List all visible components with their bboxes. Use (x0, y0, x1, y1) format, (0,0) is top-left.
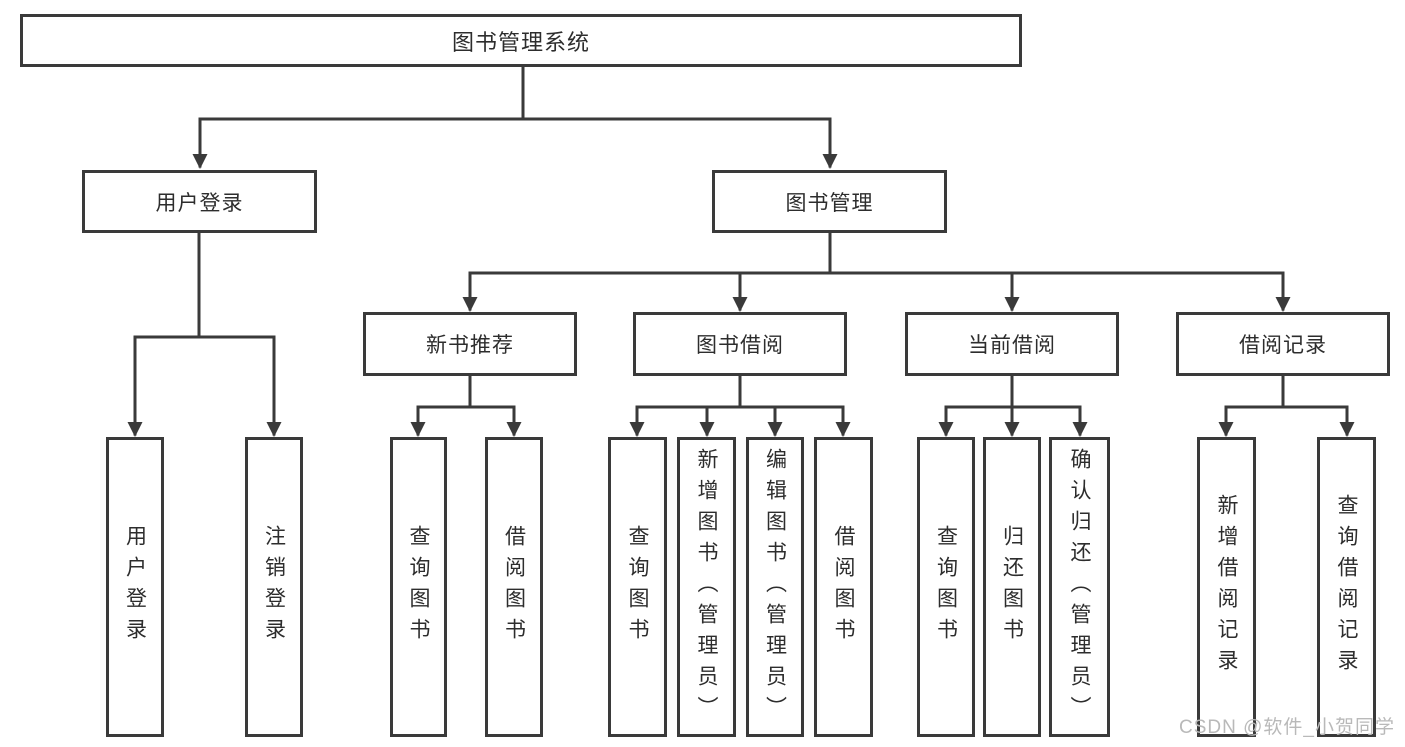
node-book-borrow: 图书借阅 (633, 312, 847, 376)
node-borrow-record: 借阅记录 (1176, 312, 1390, 376)
leaf-edit-book-admin: 编辑图书（管理员） (746, 437, 804, 737)
leaf-user-login: 用户登录 (106, 437, 164, 737)
node-new-book-recommend: 新书推荐 (363, 312, 577, 376)
node-book-management-label: 图书管理 (785, 191, 874, 215)
node-user-login: 用户登录 (82, 170, 317, 233)
leaf-logout-label: 注销登录 (262, 525, 286, 649)
node-borrow-record-label: 借阅记录 (1239, 334, 1327, 357)
node-current-borrow: 当前借阅 (905, 312, 1119, 376)
leaf-user-login-label: 用户登录 (123, 525, 147, 649)
leaf-query-books-1-label: 查询图书 (407, 525, 430, 649)
leaf-return-book: 归还图书 (983, 437, 1041, 737)
leaf-logout: 注销登录 (245, 437, 303, 737)
node-book-management: 图书管理 (712, 170, 947, 233)
leaf-query-books-2: 查询图书 (608, 437, 667, 737)
leaf-query-books-1: 查询图书 (390, 437, 447, 737)
leaf-borrow-books-1-label: 借阅图书 (502, 525, 526, 649)
leaf-confirm-return-admin: 确认归还（管理员） (1049, 437, 1110, 737)
node-root-label: 图书管理系统 (451, 29, 590, 55)
leaf-add-borrow-record-label: 新增借阅记录 (1215, 494, 1238, 680)
leaf-borrow-books-2-label: 借阅图书 (832, 525, 855, 649)
leaf-edit-book-admin-label: 编辑图书（管理员） (763, 447, 787, 727)
leaf-query-books-2-label: 查询图书 (626, 525, 649, 649)
leaf-query-books-3: 查询图书 (917, 437, 975, 737)
leaf-borrow-books-1: 借阅图书 (485, 437, 543, 737)
node-new-book-recommend-label: 新书推荐 (426, 334, 514, 357)
leaf-query-borrow-record-label: 查询借阅记录 (1335, 494, 1358, 680)
node-user-login-label: 用户登录 (155, 191, 244, 215)
node-current-borrow-label: 当前借阅 (968, 334, 1056, 357)
leaf-borrow-books-2: 借阅图书 (814, 437, 873, 737)
leaf-confirm-return-admin-label: 确认归还（管理员） (1068, 447, 1091, 727)
leaf-add-borrow-record: 新增借阅记录 (1197, 437, 1256, 737)
leaf-add-book-admin: 新增图书（管理员） (677, 437, 736, 737)
watermark: CSDN @软件_小贺同学 (1179, 717, 1395, 738)
leaf-query-borrow-record: 查询借阅记录 (1317, 437, 1376, 737)
leaf-return-book-label: 归还图书 (1000, 525, 1024, 649)
node-root: 图书管理系统 (20, 14, 1022, 67)
leaf-query-books-3-label: 查询图书 (934, 525, 958, 649)
node-book-borrow-label: 图书借阅 (696, 334, 784, 357)
leaf-add-book-admin-label: 新增图书（管理员） (695, 447, 718, 727)
